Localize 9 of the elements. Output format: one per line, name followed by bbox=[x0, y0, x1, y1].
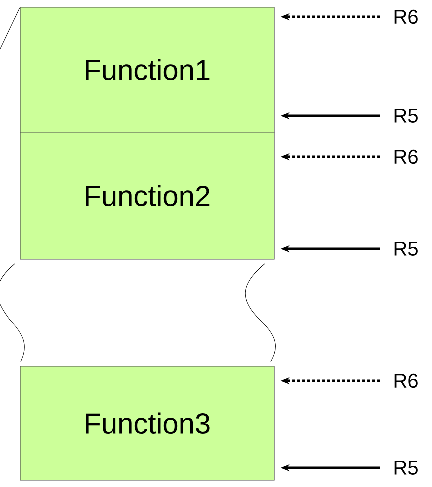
signal-label: R5 bbox=[394, 461, 418, 475]
signal-label: R6 bbox=[394, 150, 418, 164]
signal-label: R6 bbox=[394, 374, 418, 388]
function-box: Function3 bbox=[20, 366, 275, 481]
signal-label: R5 bbox=[394, 109, 418, 123]
function-box: Function2 bbox=[20, 132, 275, 260]
signal-label: R5 bbox=[394, 242, 418, 256]
function-box: Function1 bbox=[20, 7, 275, 133]
signal-label: R6 bbox=[394, 10, 418, 24]
